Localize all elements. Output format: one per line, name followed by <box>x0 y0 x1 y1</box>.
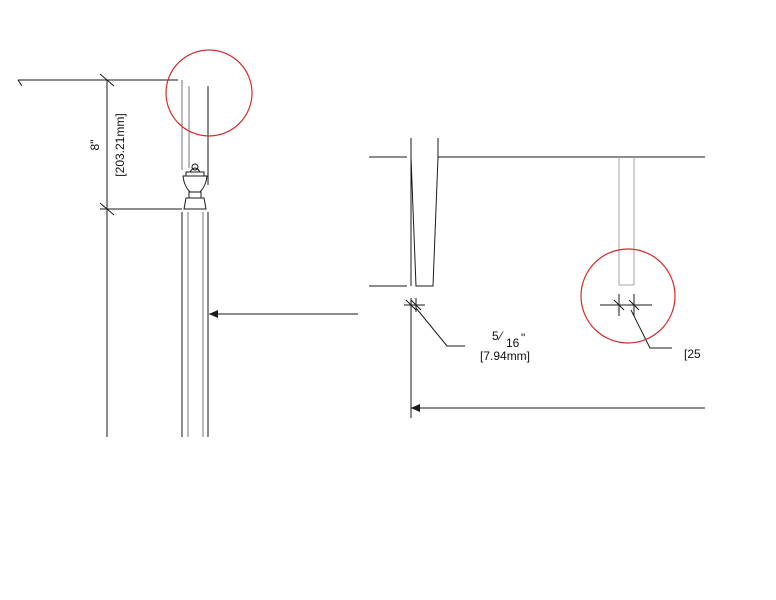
cut-dim-tick-left <box>613 299 625 311</box>
dim-width-whole: 5 <box>492 329 499 343</box>
detail-callout-circle-right <box>580 248 676 344</box>
tapered-profile <box>410 156 439 287</box>
dim-width-unit: " <box>521 331 525 345</box>
width-leader <box>415 307 465 347</box>
left-elevation-view: 8" [203.21mm] <box>17 49 358 437</box>
text-clip-mask <box>705 340 776 370</box>
dim-width-denom: 16 <box>506 336 520 350</box>
cut-leader <box>630 309 672 349</box>
leader-arrowhead <box>209 310 218 318</box>
right-section-view: 5 ⁄ 16 " [7.94mm] [25 <box>369 138 776 418</box>
bottom-dim-arrowhead <box>411 404 420 412</box>
dim-cut-metric: [25 <box>684 347 701 361</box>
detail-callout-circle-left <box>165 49 253 137</box>
dim-width-metric: [7.94mm] <box>480 349 530 363</box>
urn-finial <box>182 163 208 210</box>
cut-dim-tick-right <box>628 299 640 311</box>
dim-width-slash: ⁄ <box>497 329 504 343</box>
dimension-tick-top <box>99 73 115 87</box>
dim-vertical-imperial: 8" <box>88 140 102 151</box>
width-dim-tick-left <box>405 299 417 311</box>
dim-vertical-metric: [203.21mm] <box>113 113 127 176</box>
dimension-tick-mid <box>99 202 115 216</box>
width-dim-tick-right <box>410 299 422 311</box>
extension-tick <box>17 79 23 87</box>
